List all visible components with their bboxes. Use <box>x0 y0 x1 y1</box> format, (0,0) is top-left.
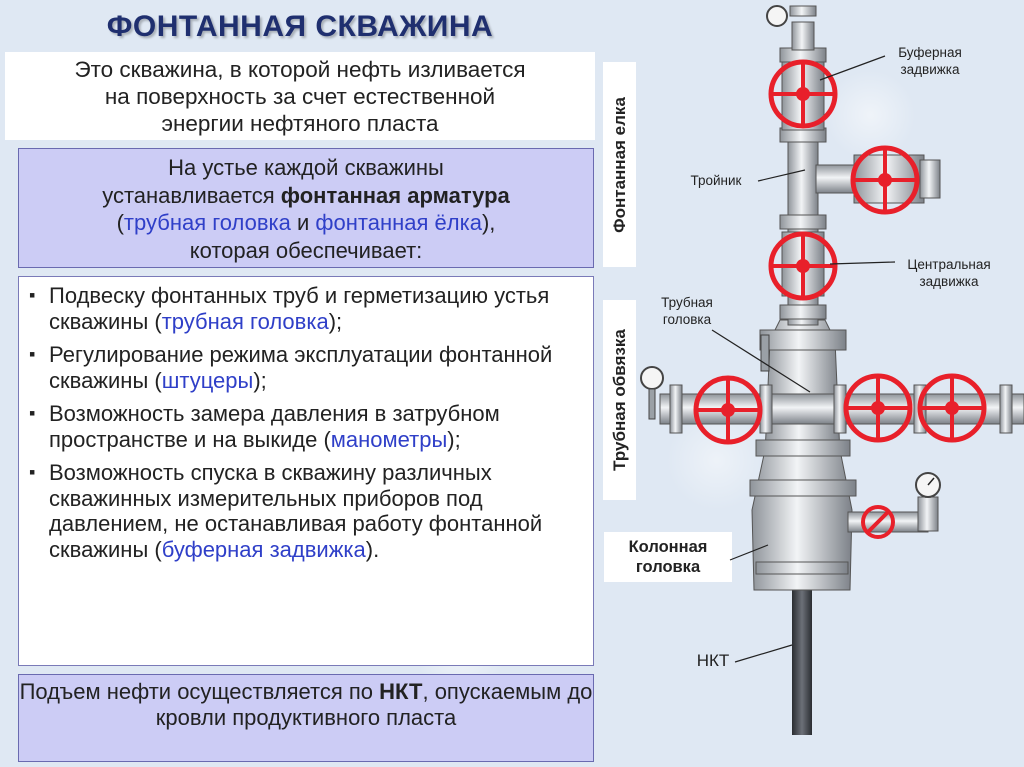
manometer-stem <box>648 388 656 420</box>
nkt-text: Подъем нефти осуществляется по <box>19 679 380 704</box>
callout-line: Трубная <box>661 295 713 310</box>
list-text: ); <box>328 308 343 334</box>
tree-flange <box>779 214 827 230</box>
list-item: Возможность замера давления в затрубном … <box>29 401 585 452</box>
tubing-head-flange <box>759 329 847 351</box>
list-text: Регулирование режима эксплуатации фонтан… <box>49 342 553 393</box>
armatura-line: которая обеспечивает: <box>189 237 423 263</box>
leader-nkt <box>734 644 793 663</box>
valve-strapping-right1-icon <box>843 373 913 443</box>
label-line: Колонная <box>628 538 708 556</box>
leader-trub <box>711 329 811 393</box>
callout-bufer: Буферная задвижка <box>880 44 980 78</box>
intro-line: энергии нефтяного пласта <box>161 111 439 136</box>
intro-line: Это скважина, в которой нефть изливается <box>74 57 526 82</box>
callout-line: головка <box>662 312 712 327</box>
callout-line: задвижка <box>900 62 960 77</box>
column-head-flange <box>749 479 857 497</box>
tubing-head-bolt <box>760 334 770 372</box>
armatura-line: (трубная головка и фонтанная ёлка), <box>19 209 593 237</box>
label-text: Фонтанная елка <box>609 96 629 233</box>
armatura-text: и <box>290 210 316 235</box>
label-fontannaya-elka: Фонтанная елка <box>603 62 636 267</box>
tree-flange <box>779 304 827 320</box>
side-outlet-pipe <box>847 511 929 533</box>
callout-line: задвижка <box>919 274 979 289</box>
valve-central-icon <box>768 231 838 301</box>
intro-box: Это скважина, в которой нефть изливается… <box>5 52 595 140</box>
nkt-pipe <box>792 585 812 735</box>
armatura-line: устанавливается фонтанная арматура <box>19 182 593 210</box>
list-term: трубная головка <box>161 308 329 334</box>
intro-line: на поверхность за счет естественной <box>104 84 496 109</box>
list-term: буферная задвижка <box>161 536 366 562</box>
page-title: ФОНТАННАЯ СКВАЖИНА <box>106 10 494 43</box>
list-text: ); <box>447 426 461 452</box>
armatura-term: фонтанная арматура <box>280 182 510 208</box>
list-term: штуцеры <box>161 367 254 393</box>
top-cap <box>789 5 817 17</box>
list-text: ). <box>365 536 380 562</box>
label-trubnaya-obvyazka: Трубная обвязка <box>603 300 636 500</box>
tee-branch <box>815 164 857 194</box>
strapping-flange <box>999 384 1013 434</box>
valve-buffer-icon <box>768 59 838 129</box>
armatura-text: ), <box>481 210 496 235</box>
tee-branch-flange <box>919 159 941 199</box>
callout-line: Центральная <box>907 257 991 272</box>
label-kolonnaya-golovka: Колонная головка <box>604 532 732 582</box>
callout-nkt: НКТ <box>696 651 730 670</box>
buffer-top <box>791 21 815 51</box>
small-valve-slash <box>866 510 890 534</box>
leader-kolonnaya <box>729 544 769 561</box>
column-head-flange <box>755 561 849 575</box>
callout-central: Центральная задвижка <box>894 256 1004 290</box>
list-text: Подвеску фонтанных труб и герметизацию у… <box>49 283 550 334</box>
leader-bufer <box>819 55 886 81</box>
nkt-text: , опускаемым до кровли продуктивного пла… <box>155 679 593 730</box>
manometer-icon <box>640 366 664 390</box>
manometer-icon <box>766 5 788 27</box>
nkt-term: НКТ <box>379 679 423 704</box>
strapping-flange <box>669 384 683 434</box>
list-term: манометры <box>330 426 448 452</box>
armatura-text: ( <box>116 210 124 235</box>
functions-list: Подвеску фонтанных труб и герметизацию у… <box>29 283 585 562</box>
leader-central <box>829 261 896 265</box>
list-item: Регулирование режима эксплуатации фонтан… <box>29 342 585 393</box>
list-text: Возможность замера давления в затрубном … <box>49 401 500 452</box>
armatura-text: устанавливается <box>102 182 281 208</box>
armatura-box: На устье каждой скважины устанавливается… <box>18 148 594 268</box>
list-text: Возможность спуска в скважину различных … <box>49 460 543 562</box>
label-text: Трубная обвязка <box>609 329 629 471</box>
functions-list-box: Подвеску фонтанных труб и герметизацию у… <box>18 276 594 666</box>
manometer-needle <box>927 477 935 486</box>
armatura-line: На устье каждой скважины <box>168 155 444 180</box>
label-line: головка <box>635 558 701 576</box>
small-valve-icon <box>861 505 895 539</box>
callout-trubnaya: Трубная головка <box>647 294 727 328</box>
term-fontannaya-elka: фонтанная ёлка <box>315 210 482 235</box>
valve-strapping-left-icon <box>693 375 763 445</box>
list-item: Возможность спуска в скважину различных … <box>29 460 585 562</box>
leader-troynik <box>757 169 806 182</box>
valve-tee-icon <box>850 145 920 215</box>
side-outlet-elbow <box>917 496 939 532</box>
valve-strapping-right2-icon <box>917 373 987 443</box>
tubing-head-flange <box>755 439 851 457</box>
callout-line: Буферная <box>898 45 962 60</box>
list-item: Подвеску фонтанных труб и герметизацию у… <box>29 283 585 334</box>
nkt-box: Подъем нефти осуществляется по НКТ, опус… <box>18 674 594 762</box>
list-text: ); <box>253 367 267 393</box>
wellhead-diagram <box>640 5 1024 735</box>
term-trubnaya-golovka: трубная головка <box>123 210 291 235</box>
callout-troynik: Тройник <box>690 173 742 188</box>
